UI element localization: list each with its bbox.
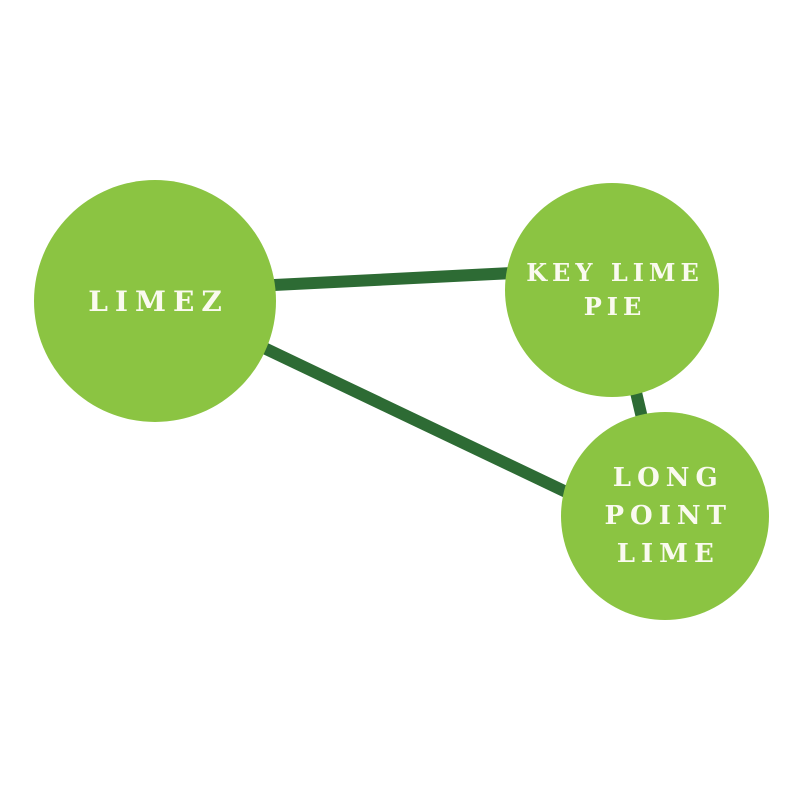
node-limez-label: LIMEZ [88,284,229,318]
node-key-lime-pie-label-line1: KEY LIME [526,258,704,287]
node-key-lime-pie-label-line2: PIE [583,292,647,321]
node-long-point-lime[interactable]: LONG POINT LIME [561,412,769,620]
node-long-point-lime-label-line2: POINT [604,501,732,531]
node-long-point-lime-label-line3: LIME [616,539,720,569]
node-key-lime-pie[interactable]: KEY LIME PIE [505,183,719,397]
node-limez[interactable]: LIMEZ [34,180,276,422]
node-long-point-lime-label-line1: LONG [612,463,724,493]
